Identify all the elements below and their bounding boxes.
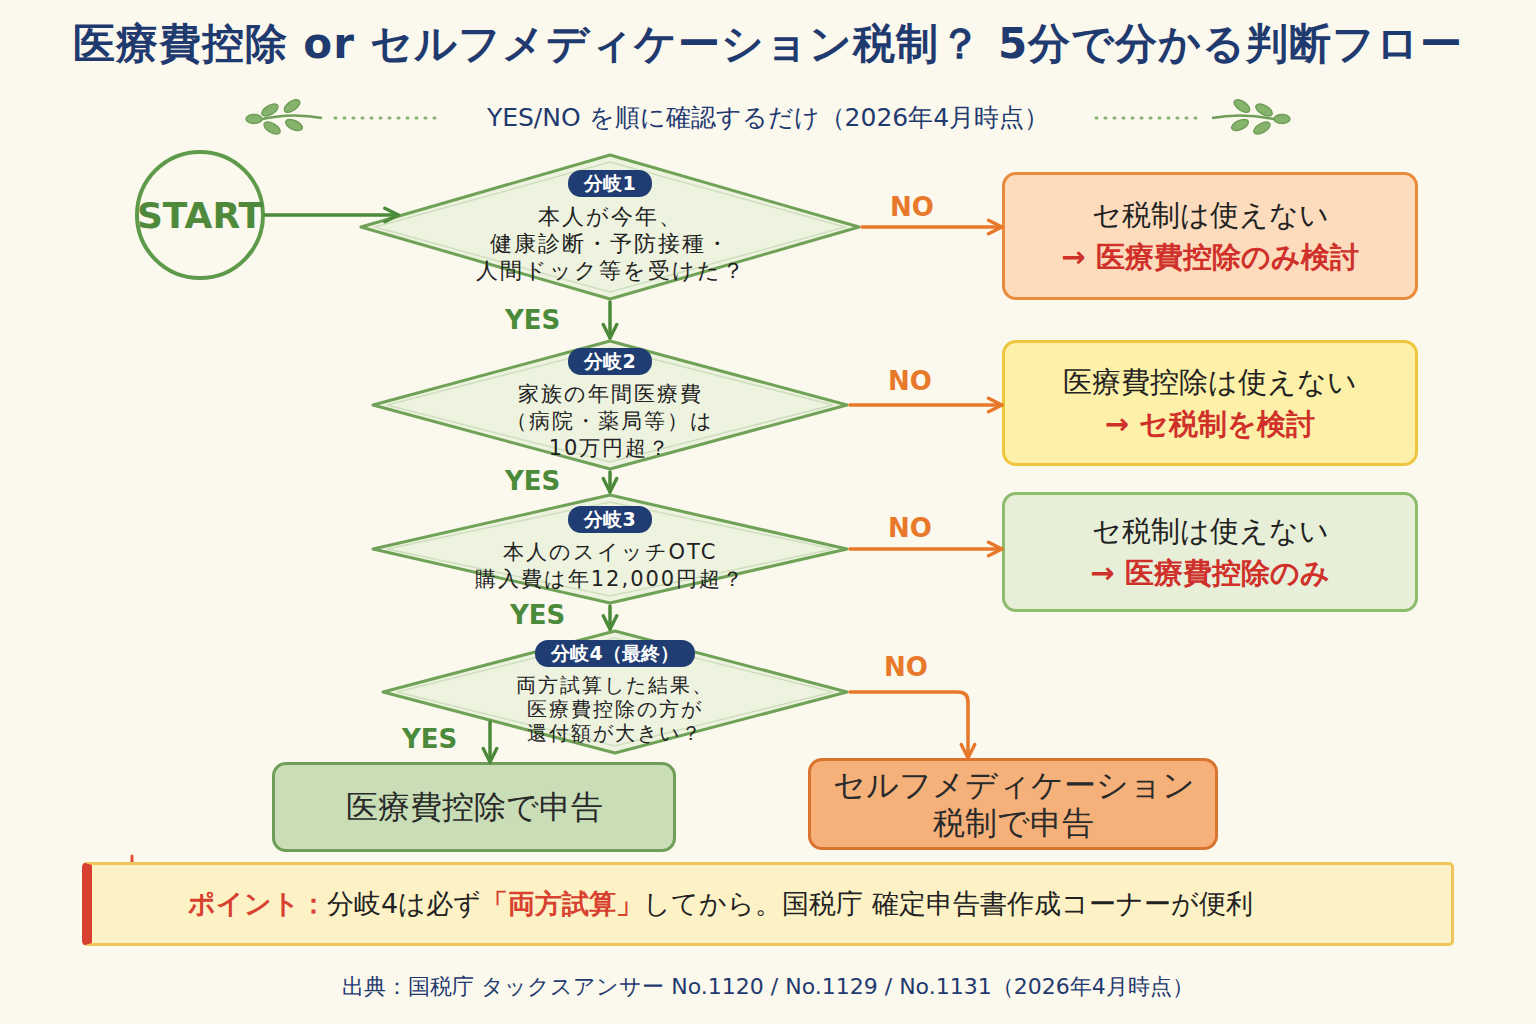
edge-label: NO bbox=[888, 366, 932, 396]
start-label: START bbox=[137, 195, 263, 236]
start-circle: START bbox=[135, 150, 265, 280]
result-text: 医療費控除は使えない bbox=[1063, 361, 1357, 403]
flow-arrow bbox=[608, 302, 612, 338]
question-text: 本人のスイッチOTC 購入費は年12,000円超？ bbox=[470, 539, 750, 593]
result-action: → 医療費控除のみ bbox=[1090, 552, 1329, 594]
result-text: セ税制は使えない bbox=[1092, 510, 1329, 552]
edge-label: YES bbox=[402, 724, 457, 754]
result-box: セ税制は使えない→ 医療費控除のみ検討 bbox=[1002, 172, 1418, 300]
branch-badge: 分岐4（最終） bbox=[535, 640, 694, 667]
point-text: してから。国税庁 確定申告書作成コーナーが便利 bbox=[643, 886, 1253, 922]
question-text: 家族の年間医療費 （病院・薬局等）は 10万円超？ bbox=[490, 381, 730, 462]
edge-label: NO bbox=[888, 513, 932, 543]
leaf-sprig bbox=[246, 97, 322, 136]
dotted-rule bbox=[335, 117, 440, 120]
edge-label: NO bbox=[884, 652, 928, 682]
flow-arrow bbox=[850, 547, 1002, 551]
edge-label: YES bbox=[505, 466, 560, 496]
end-box: セルフメディケーション 税制で申告 bbox=[808, 758, 1218, 850]
point-text: 分岐4は必ず bbox=[327, 886, 481, 922]
flow-arrow bbox=[608, 606, 612, 629]
result-action: → 医療費控除のみ検討 bbox=[1061, 236, 1358, 278]
diamond-inner-line bbox=[397, 638, 833, 746]
result-text: セ税制は使えない bbox=[1092, 194, 1329, 236]
diamond-fill bbox=[361, 155, 859, 299]
branch-badge: 分岐2 bbox=[568, 348, 651, 375]
point-text: 「両方試算」 bbox=[481, 886, 643, 922]
circle-fill bbox=[137, 152, 263, 278]
end-text: セルフメディケーション 税制で申告 bbox=[833, 766, 1193, 842]
branch-badge: 分岐1 bbox=[568, 170, 651, 197]
subtitle: YES/NO を順に確認するだけ（2026年4月時点） bbox=[0, 101, 1536, 134]
decision-diamond: 分岐2 家族の年間医療費 （病院・薬局等）は 10万円超？ bbox=[370, 338, 850, 472]
edge-label: NO bbox=[890, 192, 934, 222]
flow-arrow bbox=[265, 213, 398, 217]
point-band: ポイント：分岐4は必ず「両方試算」してから。国税庁 確定申告書作成コーナーが便利 bbox=[82, 862, 1454, 946]
diamond-fill bbox=[373, 341, 847, 469]
dotted-rule bbox=[1096, 117, 1200, 120]
diamond-inner-line bbox=[387, 502, 833, 596]
flow-arrow bbox=[488, 722, 492, 762]
result-box: 医療費控除は使えない→ セ税制を検討 bbox=[1002, 340, 1418, 466]
edge-label: YES bbox=[510, 600, 565, 630]
diamond-fill bbox=[373, 495, 847, 603]
diamond-inner-line bbox=[375, 162, 845, 292]
result-box: セ税制は使えない→ 医療費控除のみ bbox=[1002, 492, 1418, 612]
flow-arrow bbox=[850, 692, 968, 758]
decision-diamond: 分岐3 本人のスイッチOTC 購入費は年12,000円超？ bbox=[370, 492, 850, 606]
source-caption: 出典：国税庁 タックスアンサー No.1120 / No.1129 / No.1… bbox=[0, 972, 1536, 1002]
branch-badge: 分岐3 bbox=[568, 506, 651, 533]
diamond-inner-line bbox=[387, 348, 833, 462]
end-text: 医療費控除で申告 bbox=[346, 788, 603, 826]
decision-diamond: 分岐1 本人が今年、 健康診断・予防接種・ 人間ドック等を受けた？ bbox=[358, 152, 862, 302]
end-box: 医療費控除で申告 bbox=[272, 762, 676, 852]
edge-label: YES bbox=[505, 305, 560, 335]
question-text: 本人が今年、 健康診断・予防接種・ 人間ドック等を受けた？ bbox=[476, 203, 745, 284]
leaf-sprig bbox=[1212, 97, 1290, 136]
diamond-fill bbox=[383, 631, 847, 753]
question-text: 両方試算した結果、 医療費控除の方が 還付額が大きい？ bbox=[505, 673, 725, 745]
result-action: → セ税制を検討 bbox=[1105, 403, 1315, 445]
flow-arrow bbox=[862, 225, 1002, 229]
flow-arrow bbox=[850, 403, 1002, 407]
point-text: ポイント： bbox=[188, 886, 327, 922]
flow-arrow bbox=[608, 472, 612, 492]
chart-title: 医療費控除 or セルフメディケーション税制？ 5分で分かる判断フロー bbox=[0, 16, 1536, 72]
